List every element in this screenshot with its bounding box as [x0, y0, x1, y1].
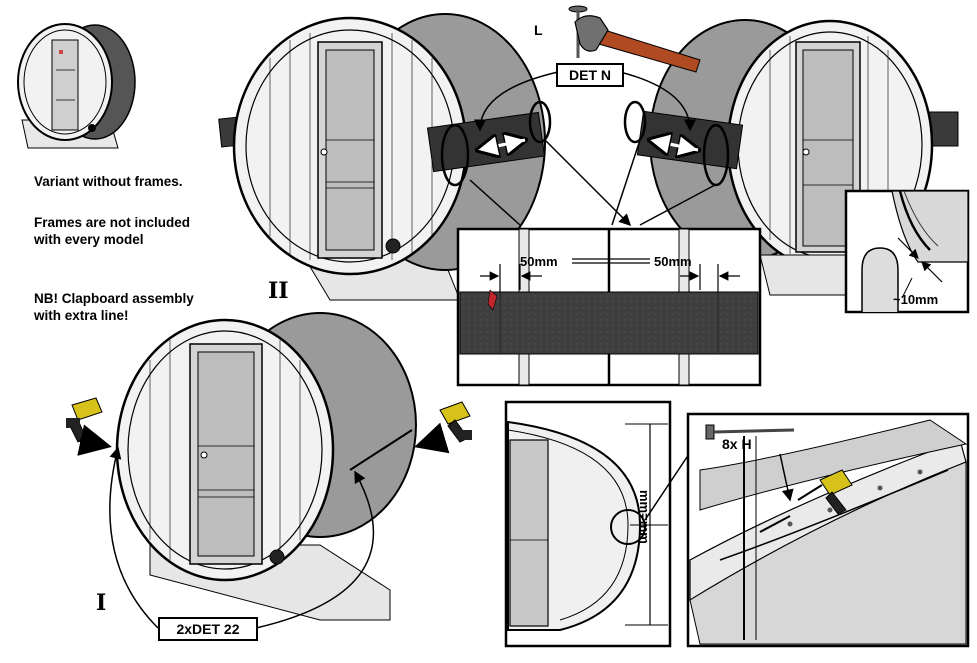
- detail-panel-equal: [504, 400, 696, 648]
- vent-icon: [269, 549, 285, 565]
- note-frames: Frames are not included with every model: [34, 215, 191, 247]
- step-one-label: I: [96, 590, 107, 616]
- note-variant: Variant without frames.: [34, 174, 183, 189]
- nail-icon: [487, 289, 498, 311]
- hammer-icon: [574, 15, 701, 73]
- drill-icon: [797, 469, 853, 515]
- offset-right-dimension: 50mm: [654, 254, 692, 269]
- det-22-label: 2xDET 22: [158, 617, 258, 641]
- vent-icon: [88, 124, 96, 132]
- screws-label: 8x H: [722, 436, 752, 452]
- equal-dimension: mm=mm: [637, 490, 652, 544]
- gap-dimension: ~10mm: [893, 292, 939, 307]
- detail-panel-gap: [844, 189, 970, 314]
- detail-panel-screws: [686, 412, 970, 648]
- barrel-step-one: [115, 312, 417, 621]
- preview-barrel: [17, 23, 136, 149]
- barrel-step-two-left: [218, 13, 546, 301]
- drill-icon: [66, 397, 112, 456]
- vent-icon: [385, 238, 401, 254]
- offset-left-dimension: 50mm: [520, 254, 558, 269]
- drill-icon: [414, 401, 472, 454]
- det-n-label: DET N: [556, 63, 624, 87]
- nail-label: L: [534, 22, 543, 38]
- screw-icon: [705, 424, 795, 440]
- detail-panel-offset: [456, 227, 762, 387]
- note-clapboard: NB! Clapboard assembly with extra line!: [34, 291, 194, 323]
- step-two-label: II: [268, 278, 289, 304]
